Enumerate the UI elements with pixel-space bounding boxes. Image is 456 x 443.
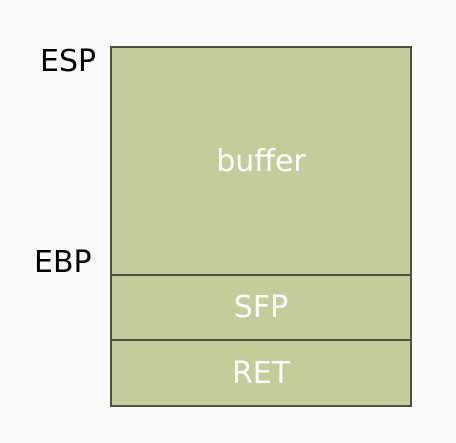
ret-label: RET — [231, 355, 291, 391]
ret-segment: RET — [112, 339, 410, 405]
ebp-label: EBP — [34, 245, 92, 280]
buffer-segment: buffer — [112, 48, 410, 274]
buffer-label: buffer — [216, 143, 306, 179]
sfp-segment: SFP — [112, 274, 410, 339]
esp-label: ESP — [40, 44, 97, 79]
stack-frame-diagram: buffer SFP RET — [110, 46, 412, 407]
sfp-label: SFP — [233, 290, 289, 325]
